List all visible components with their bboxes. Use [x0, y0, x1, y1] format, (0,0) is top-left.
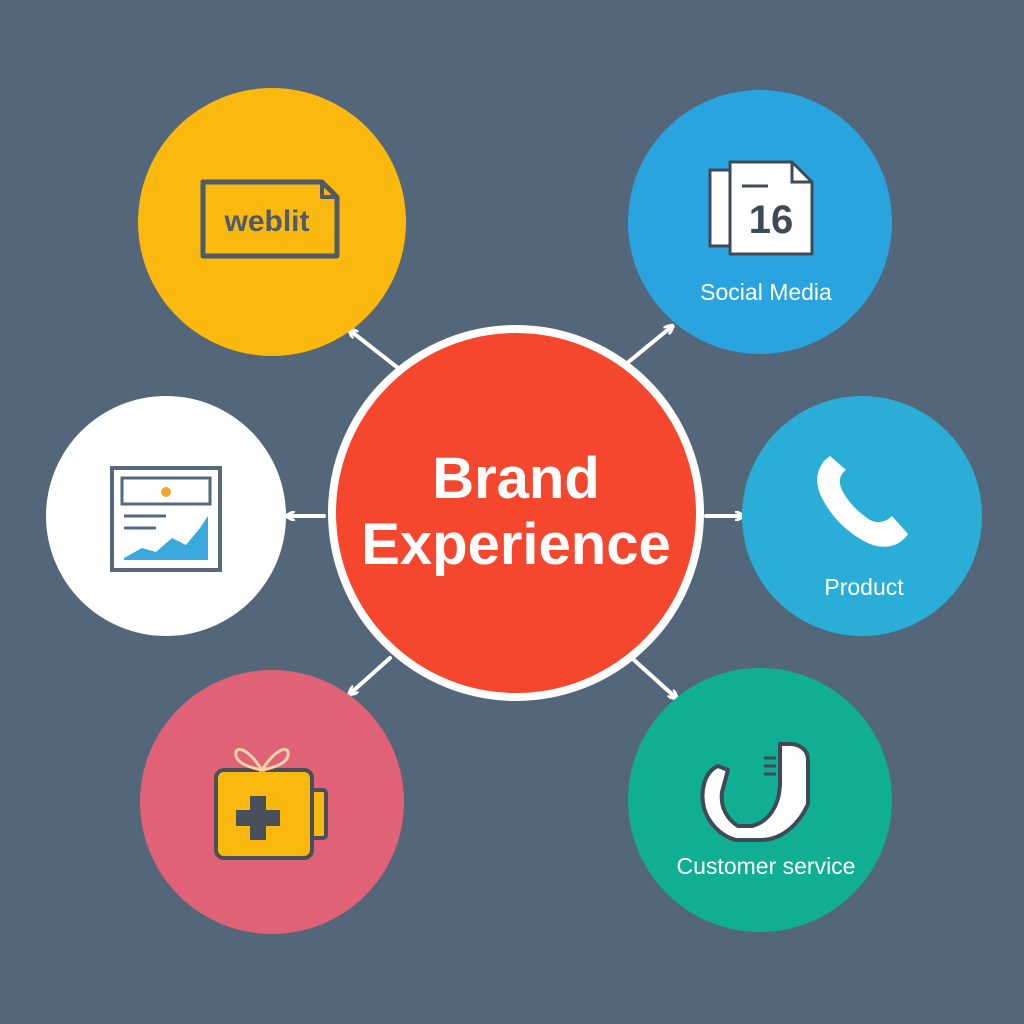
node-social-label: Social Media	[700, 279, 832, 305]
website-badge-text: weblit	[223, 205, 309, 238]
node-customer-label: Customer service	[677, 853, 856, 879]
node-product: Product	[742, 396, 982, 636]
node-social-media: 16 Social Media	[628, 90, 892, 354]
node-website-circle	[138, 88, 406, 356]
connector-social	[624, 328, 670, 366]
calendar-number-text: 16	[749, 198, 794, 242]
connector-website	[352, 332, 400, 370]
center-title-line2: Experience	[361, 512, 671, 577]
node-customer-service: Customer service	[628, 668, 892, 932]
node-customer-circle	[628, 668, 892, 932]
connectors	[290, 328, 740, 696]
phone-icon	[817, 456, 908, 547]
calendar-icon: 16	[708, 160, 814, 256]
node-gift	[140, 670, 404, 934]
telephone-handset-icon	[700, 742, 810, 842]
connector-gift	[352, 656, 392, 692]
node-product-label: Product	[824, 574, 904, 600]
node-center: Brand Experience	[328, 325, 704, 701]
connector-customer	[632, 658, 674, 696]
center-title-line1: Brand	[432, 446, 600, 511]
gift-box-icon	[214, 747, 328, 860]
node-center-circle	[328, 325, 704, 701]
website-badge-icon: weblit	[200, 179, 340, 259]
node-website: weblit	[138, 88, 406, 356]
node-analytics	[46, 396, 286, 636]
chart-document-icon	[110, 466, 222, 572]
